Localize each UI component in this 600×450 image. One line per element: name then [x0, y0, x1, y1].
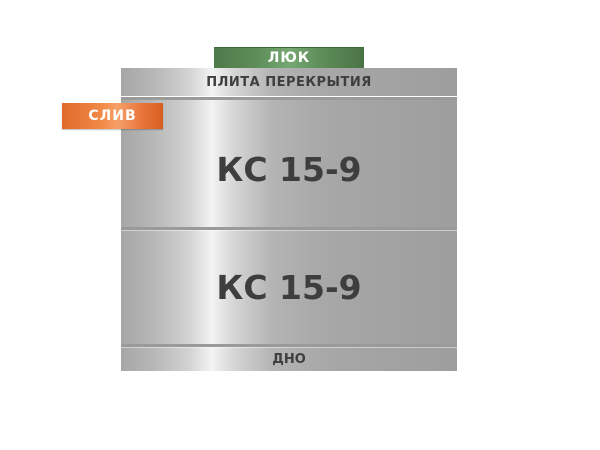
well-bottom: ДНО: [121, 344, 457, 371]
drain-label: СЛИВ: [88, 108, 137, 124]
hatch-label-box: ЛЮК: [214, 47, 364, 68]
well-bottom-label: ДНО: [272, 351, 306, 367]
well-ring-lower: КС 15-9: [121, 227, 457, 344]
bottom-seam: [121, 347, 457, 348]
cover-slab-label: ПЛИТА ПЕРЕКРЫТИЯ: [206, 74, 372, 90]
drain-label-box: СЛИВ: [62, 103, 163, 129]
well-ring-upper-label: КС 15-9: [216, 150, 362, 189]
ring-seam: [121, 230, 457, 231]
cover-slab: ПЛИТА ПЕРЕКРЫТИЯ: [121, 68, 457, 96]
well-ring-lower-label: КС 15-9: [216, 267, 362, 307]
well-ring-upper: КС 15-9: [121, 97, 457, 227]
hatch-label: ЛЮК: [267, 50, 311, 66]
